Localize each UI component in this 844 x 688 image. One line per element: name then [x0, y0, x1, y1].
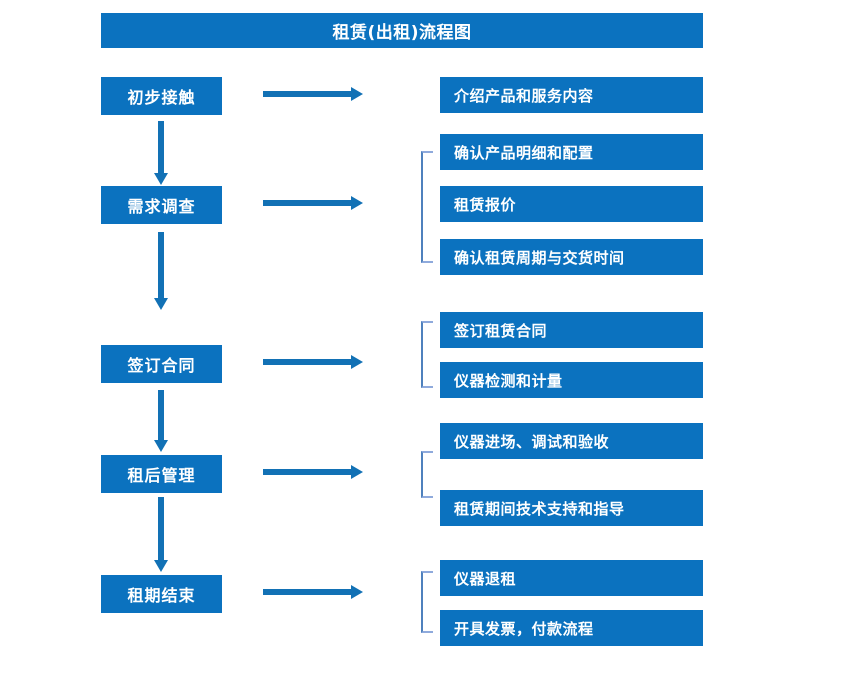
arrow-down-icon-1: [154, 121, 168, 185]
arrow-down-icon-2: [154, 232, 168, 310]
stage-box-2[interactable]: 需求调查: [101, 186, 222, 224]
detail-box-5-2[interactable]: 开具发票，付款流程: [440, 610, 703, 646]
detail-label-3-1: 签订租赁合同: [454, 321, 548, 340]
stage-label-4: 租后管理: [127, 466, 196, 485]
stage-label-5: 租期结束: [127, 586, 196, 605]
detail-box-4-2[interactable]: 租赁期间技术支持和指导: [440, 490, 703, 526]
detail-box-2-1[interactable]: 确认产品明细和配置: [440, 134, 703, 170]
detail-box-2-3[interactable]: 确认租赁周期与交货时间: [440, 239, 703, 275]
detail-label-2-2: 租赁报价: [454, 195, 517, 214]
arrow-right-icon-2: [263, 196, 363, 210]
stage-box-5[interactable]: 租期结束: [101, 575, 222, 613]
stage-box-1[interactable]: 初步接触: [101, 77, 222, 115]
page-title: 租赁(出租)流程图: [332, 23, 472, 43]
detail-label-2-1: 确认产品明细和配置: [454, 143, 594, 162]
stage-label-1: 初步接触: [127, 88, 196, 107]
arrow-right-icon-1: [263, 87, 363, 101]
chart-title-bar: 租赁(出租)流程图: [101, 13, 703, 48]
stage-box-3[interactable]: 签订合同: [101, 345, 222, 383]
bracket-icon-5: [421, 571, 433, 633]
arrow-right-icon-5: [263, 585, 363, 599]
detail-label-4-1: 仪器进场、调试和验收: [454, 432, 610, 451]
bracket-icon-4: [421, 451, 433, 498]
arrow-down-icon-3: [154, 390, 168, 452]
detail-label-5-1: 仪器退租: [454, 569, 517, 588]
detail-box-1-1[interactable]: 介绍产品和服务内容: [440, 77, 703, 113]
detail-label-3-2: 仪器检测和计量: [454, 371, 563, 390]
detail-box-3-2[interactable]: 仪器检测和计量: [440, 362, 703, 398]
stage-box-4[interactable]: 租后管理: [101, 455, 222, 493]
stage-label-2: 需求调查: [127, 197, 196, 216]
bracket-icon-3: [421, 321, 433, 388]
detail-box-3-1[interactable]: 签订租赁合同: [440, 312, 703, 348]
detail-box-2-2[interactable]: 租赁报价: [440, 186, 703, 222]
arrow-right-icon-4: [263, 465, 363, 479]
arrow-right-icon-3: [263, 355, 363, 369]
arrow-down-icon-4: [154, 497, 168, 572]
detail-label-1-1: 介绍产品和服务内容: [454, 86, 594, 105]
stage-label-3: 签订合同: [127, 356, 196, 375]
detail-label-5-2: 开具发票，付款流程: [454, 619, 594, 638]
detail-label-4-2: 租赁期间技术支持和指导: [454, 499, 625, 518]
detail-label-2-3: 确认租赁周期与交货时间: [454, 248, 625, 267]
bracket-icon-2: [421, 151, 433, 263]
detail-box-4-1[interactable]: 仪器进场、调试和验收: [440, 423, 703, 459]
detail-box-5-1[interactable]: 仪器退租: [440, 560, 703, 596]
